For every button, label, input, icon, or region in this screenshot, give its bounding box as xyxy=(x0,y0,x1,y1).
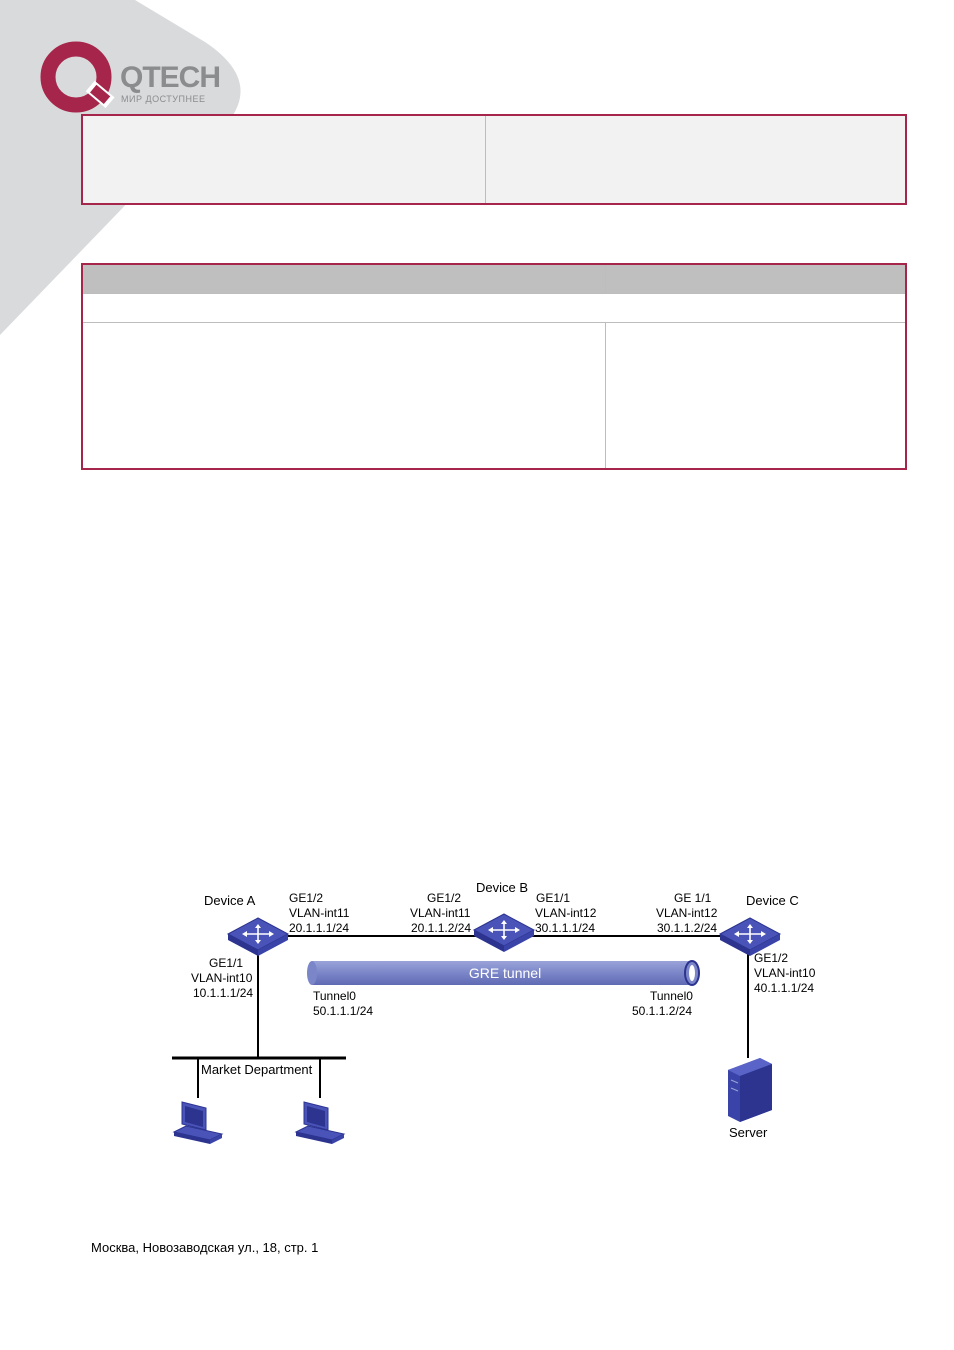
footer-address: Москва, Новозаводская ул., 18, стр. 1 xyxy=(91,1240,319,1255)
pc-icon xyxy=(173,1101,223,1145)
device-b-switch-icon xyxy=(473,913,535,953)
device-a-uplink-ip: 20.1.1.1/24 xyxy=(289,921,349,935)
table-header-cell xyxy=(605,263,907,294)
device-a-downlink-vlan: VLAN-int10 xyxy=(191,971,253,985)
device-c-uplink-port: GE 1/1 xyxy=(674,891,712,905)
device-c-downlink-ip: 40.1.1.1/24 xyxy=(754,981,814,995)
device-a-downlink-port: GE1/1 xyxy=(209,956,243,970)
device-c-downlink-vlan: VLAN-int10 xyxy=(754,966,816,980)
server-label: Server xyxy=(729,1125,768,1140)
device-a-switch-icon xyxy=(227,917,289,957)
device-c-downlink-port: GE1/2 xyxy=(754,951,788,965)
device-c-uplink-vlan: VLAN-int12 xyxy=(656,906,718,920)
device-b-right-vlan: VLAN-int12 xyxy=(535,906,597,920)
device-b-right-ip: 30.1.1.1/24 xyxy=(535,921,595,935)
lan-label: Market Department xyxy=(201,1062,313,1077)
device-b-name: Device B xyxy=(476,880,528,895)
brand-tagline: МИР ДОСТУПНЕЕ xyxy=(121,94,206,104)
device-a-uplink-port: GE1/2 xyxy=(289,891,323,905)
brand-name: QTECH xyxy=(120,61,221,94)
table-header-cell xyxy=(81,263,606,294)
device-c-tunnel-if: Tunnel0 xyxy=(650,989,693,1003)
table-section-row xyxy=(81,293,907,323)
device-b-left-ip: 20.1.1.2/24 xyxy=(411,921,471,935)
device-b-left-vlan: VLAN-int11 xyxy=(410,906,471,920)
device-a-downlink-ip: 10.1.1.1/24 xyxy=(193,986,253,1000)
network-diagram: GRE tunnel Device A GE1/2 VLAN-int11 20.… xyxy=(172,880,816,1145)
table-cell xyxy=(605,322,907,470)
device-a-name: Device A xyxy=(204,893,256,908)
server-icon xyxy=(728,1058,772,1122)
device-c-uplink-ip: 30.1.1.2/24 xyxy=(657,921,717,935)
table-cell xyxy=(81,322,606,470)
gre-tunnel: GRE tunnel xyxy=(307,960,700,986)
device-b-left-port: GE1/2 xyxy=(427,891,461,905)
qtech-logo-icon xyxy=(40,41,115,113)
device-a-uplink-vlan: VLAN-int11 xyxy=(289,906,350,920)
device-c-tunnel-ip: 50.1.1.2/24 xyxy=(632,1004,692,1018)
table-top xyxy=(81,114,907,205)
gre-tunnel-label: GRE tunnel xyxy=(469,965,541,981)
pc-icon xyxy=(295,1101,345,1145)
device-a-tunnel-ip: 50.1.1.1/24 xyxy=(313,1004,373,1018)
table-cell xyxy=(81,114,486,205)
table-cell xyxy=(485,114,907,205)
device-a-tunnel-if: Tunnel0 xyxy=(313,989,356,1003)
device-c-name: Device C xyxy=(746,893,799,908)
device-b-right-port: GE1/1 xyxy=(536,891,570,905)
table-main xyxy=(81,263,907,470)
